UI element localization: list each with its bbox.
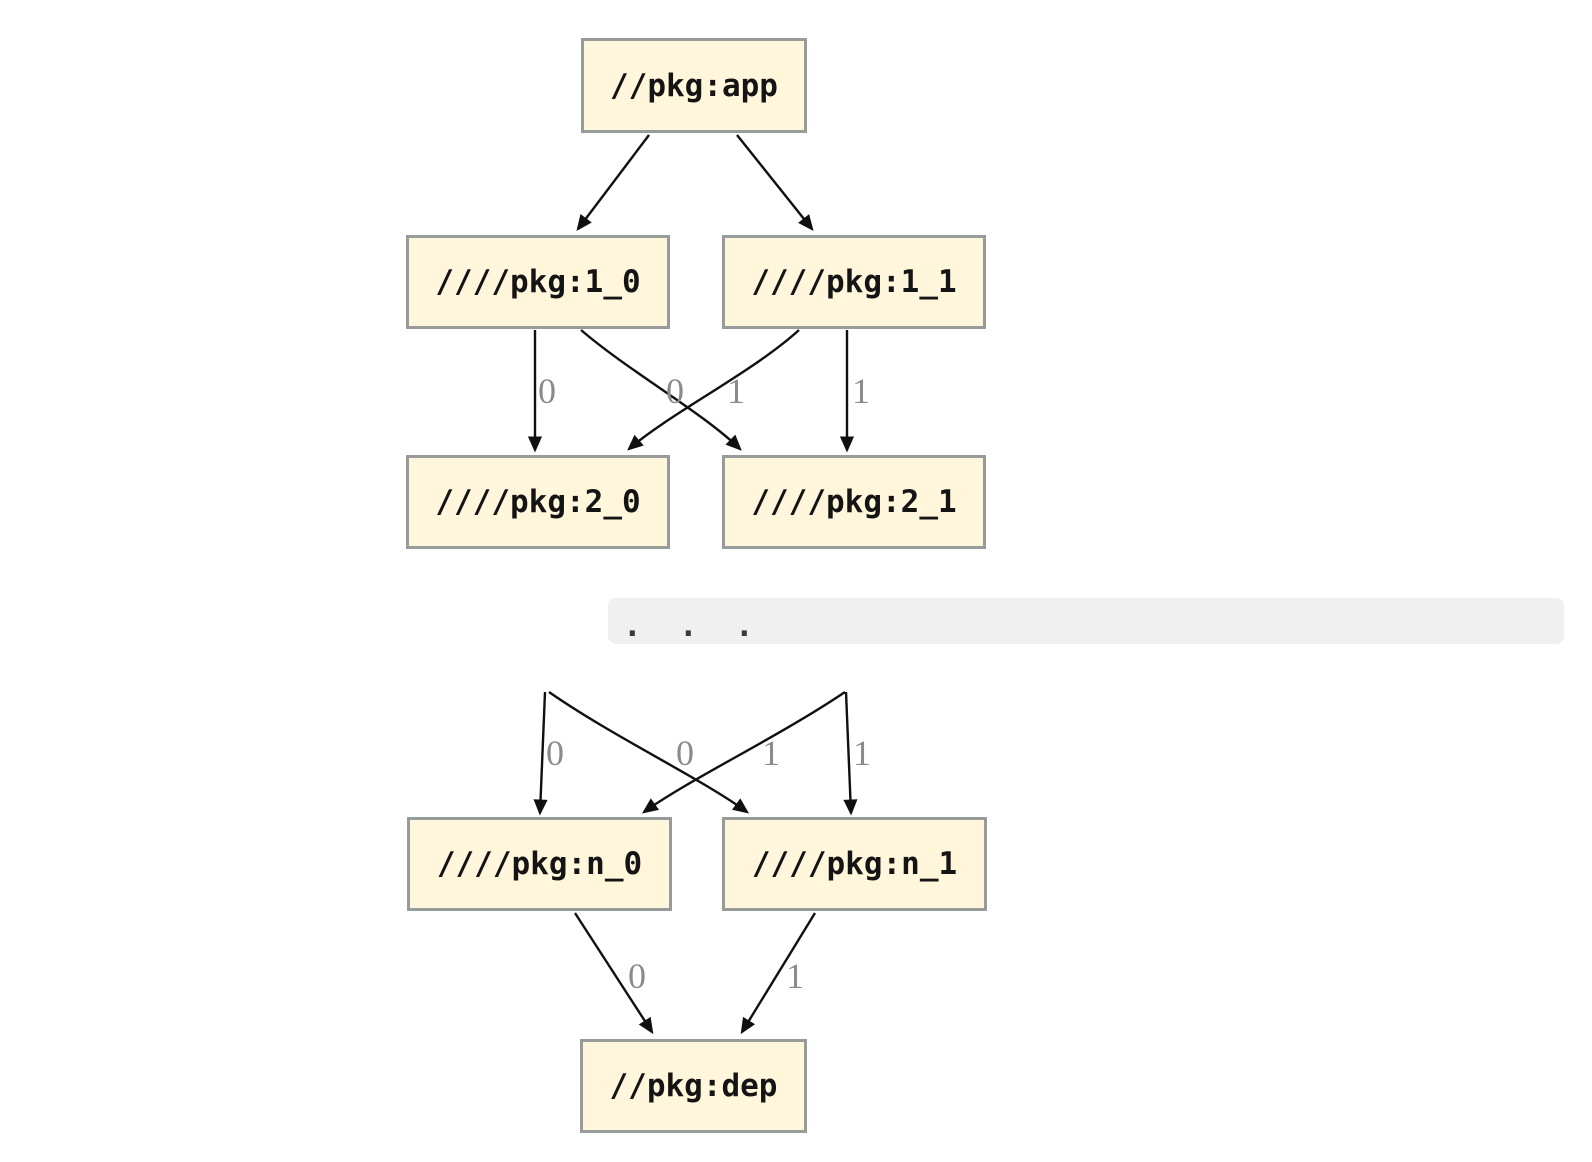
edge-n-0-to-dep	[573, 912, 654, 1035]
graph-node-dep: //pkg:dep	[580, 1039, 807, 1133]
edge-label-n-0-to-dep: 0	[628, 956, 646, 996]
graph-node-1-0: ////pkg:1_0	[406, 235, 670, 329]
graph-node-1-1: ////pkg:1_1	[722, 235, 986, 329]
edge-label-1-0-to-2-1: 0	[666, 371, 684, 411]
graph-node-n-1: ////pkg:n_1	[722, 817, 987, 911]
elided-layers-bar: . . .	[608, 598, 1564, 644]
graph-node-2-1: ////pkg:2_1	[722, 455, 986, 549]
edge-elided-to-n-0	[533, 691, 548, 816]
edge-1-1-to-2-0	[627, 329, 800, 451]
edge-label-n-1-to-dep: 1	[786, 956, 804, 996]
edge-elided-to-n-1-alt	[843, 691, 858, 816]
edge-elided-to-n-1	[548, 691, 750, 814]
edge-app-to-1-1	[736, 134, 814, 231]
edge-n-1-to-dep	[740, 912, 817, 1035]
graph-node-2-0: ////pkg:2_0	[406, 455, 670, 549]
graph-node-app: //pkg:app	[581, 38, 807, 133]
graph-node-n-0: ////pkg:n_0	[407, 817, 672, 911]
edge-elided-to-n-0-alt	[641, 691, 846, 814]
edge-label-elided-to-n-1-alt: 1	[853, 733, 871, 773]
edge-label-elided-to-n-1: 0	[676, 733, 694, 773]
edge-label-1-1-to-2-1: 1	[852, 371, 870, 411]
edge-label-1-0-to-2-0: 0	[538, 371, 556, 411]
edge-app-to-1-0	[576, 134, 650, 232]
edge-1-0-to-2-1	[580, 329, 742, 451]
edge-label-elided-to-n-0: 0	[546, 733, 564, 773]
edge-label-elided-to-n-0-alt: 1	[762, 733, 780, 773]
edge-label-1-1-to-2-0: 1	[727, 371, 745, 411]
